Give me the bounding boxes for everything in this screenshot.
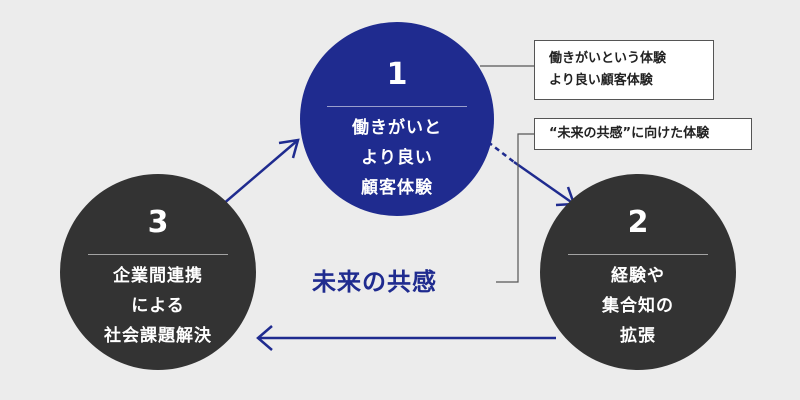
arrowhead-2-to-3 [256, 325, 273, 351]
node-2-number: 2 [627, 205, 649, 240]
node-2-circle: 2 経験や 集合知の 拡張 [540, 174, 736, 370]
node-3-number: 3 [147, 205, 169, 240]
callout-future-empathy: “未来の共感”に向けた体験 [534, 118, 752, 150]
node-1-circle: 1 働きがいと より良い 顧客体験 [300, 22, 494, 216]
callout-experience: 働きがいという体験 より良い顧客体験 [534, 40, 714, 100]
callout2-leader [496, 133, 534, 283]
node-3-label: 企業間連携 による 社会課題解決 [104, 266, 212, 346]
center-title: 未来の共感 [312, 268, 437, 296]
arrowhead-3-to-1 [278, 138, 300, 159]
node-2-divider [568, 254, 708, 255]
node-3-divider [88, 254, 228, 255]
node-1-number: 1 [386, 57, 408, 92]
node-1-divider [327, 106, 467, 107]
node-2-label: 経験や 集合知の 拡張 [602, 266, 674, 346]
arrow-1-to-2-dashed [487, 141, 515, 163]
arrow-1-to-2 [513, 160, 575, 206]
node-3-circle: 3 企業間連携 による 社会課題解決 [60, 174, 256, 370]
node-1-label: 働きがいと より良い 顧客体験 [352, 118, 442, 198]
arrow-3-to-1 [221, 139, 299, 206]
